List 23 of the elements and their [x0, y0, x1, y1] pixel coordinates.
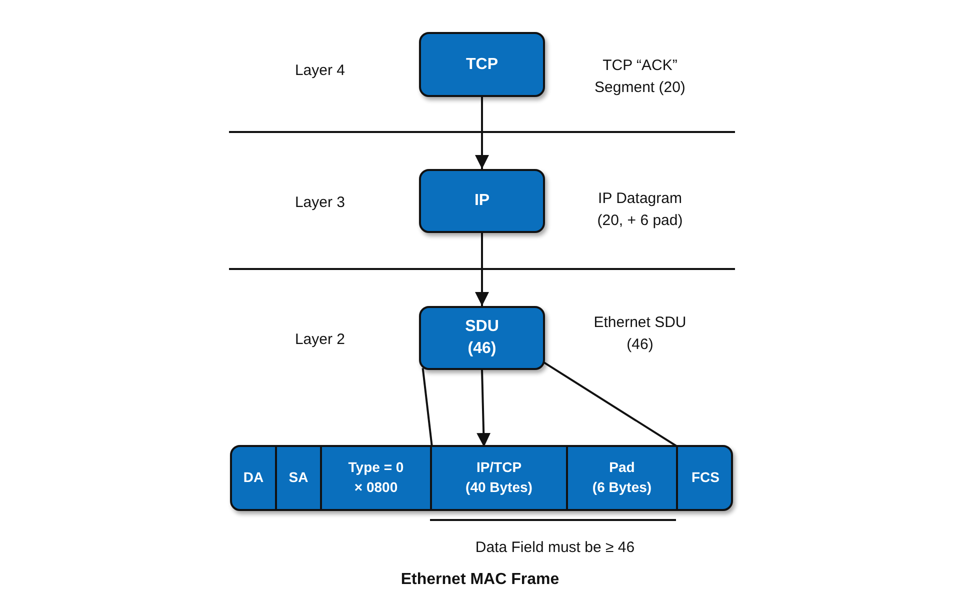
connector-line	[543, 361, 679, 448]
node-caption: Ethernet SDU (46)	[592, 313, 688, 355]
layer-box: SDU (46)	[419, 306, 545, 370]
arrow	[475, 97, 489, 169]
frame-field: Pad (6 Bytes)	[568, 447, 678, 509]
frame-field: IP/TCP (40 Bytes)	[432, 447, 568, 509]
layer-box: IP	[419, 169, 545, 233]
caption: Ethernet MAC Frame	[400, 570, 560, 590]
layer-box: TCP	[419, 32, 545, 97]
frame-field: SA	[277, 447, 322, 509]
frame-field: DA	[232, 447, 277, 509]
layer-label: Layer 2	[294, 330, 346, 350]
node-caption: IP Datagram (20, + 6 pad)	[596, 189, 684, 231]
frame-field: FCS	[678, 447, 731, 509]
frame-field: Type = 0 × 0800	[322, 447, 432, 509]
node-caption: TCP “ACK” Segment (20)	[594, 56, 686, 98]
connector-line	[422, 368, 433, 448]
frame-bar	[230, 445, 733, 511]
layer-label: Layer 4	[294, 61, 346, 81]
arrow	[476, 370, 491, 448]
note-text: Data Field must be ≥ 46	[474, 538, 636, 558]
arrow	[475, 233, 489, 306]
layer-label: Layer 3	[294, 193, 346, 213]
